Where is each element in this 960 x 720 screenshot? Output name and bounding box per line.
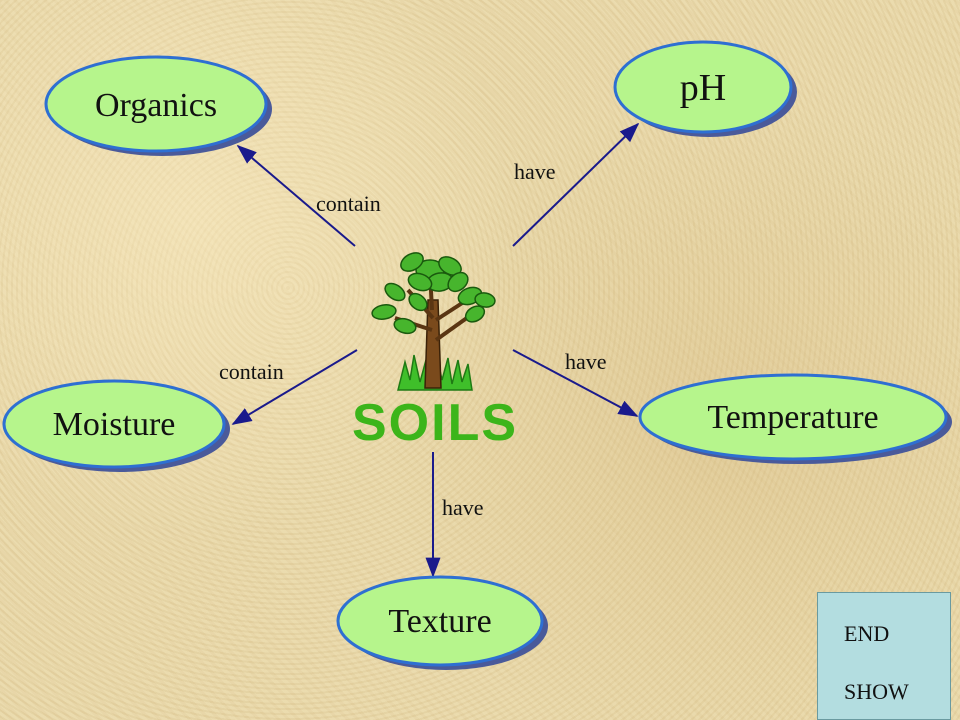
- edges: [231, 122, 640, 578]
- end-show-button[interactable]: END SHOW: [817, 592, 951, 720]
- node-label-temperature: Temperature: [707, 399, 878, 436]
- edge-moisture-arrow: [231, 349, 358, 425]
- edge-label-temperature: have: [565, 349, 607, 374]
- node-texture: Texture: [336, 575, 548, 670]
- node-label-moisture: Moisture: [53, 406, 176, 443]
- node-label-texture: Texture: [388, 603, 491, 640]
- node-temperature: Temperature: [638, 373, 952, 464]
- edge-label-ph: have: [514, 159, 556, 184]
- end-show-label-line1: END: [844, 621, 890, 646]
- edge-label-texture: have: [442, 495, 484, 520]
- edge-ph-arrow: [512, 122, 640, 247]
- edge-label-moisture: contain: [219, 359, 284, 384]
- edge-label-organics: contain: [316, 191, 381, 216]
- node-label-ph: pH: [680, 67, 726, 109]
- end-show-label-line2: SHOW: [844, 679, 909, 704]
- center-label: SOILS: [352, 394, 518, 452]
- node-label-organics: Organics: [95, 87, 217, 124]
- tree-icon: [371, 252, 496, 391]
- edge-organics-arrow: [236, 144, 356, 247]
- node-organics: Organics: [44, 55, 272, 156]
- node-ph: pH: [613, 40, 797, 137]
- edge-temperature-arrow: [512, 349, 639, 417]
- node-moisture: Moisture: [2, 379, 230, 472]
